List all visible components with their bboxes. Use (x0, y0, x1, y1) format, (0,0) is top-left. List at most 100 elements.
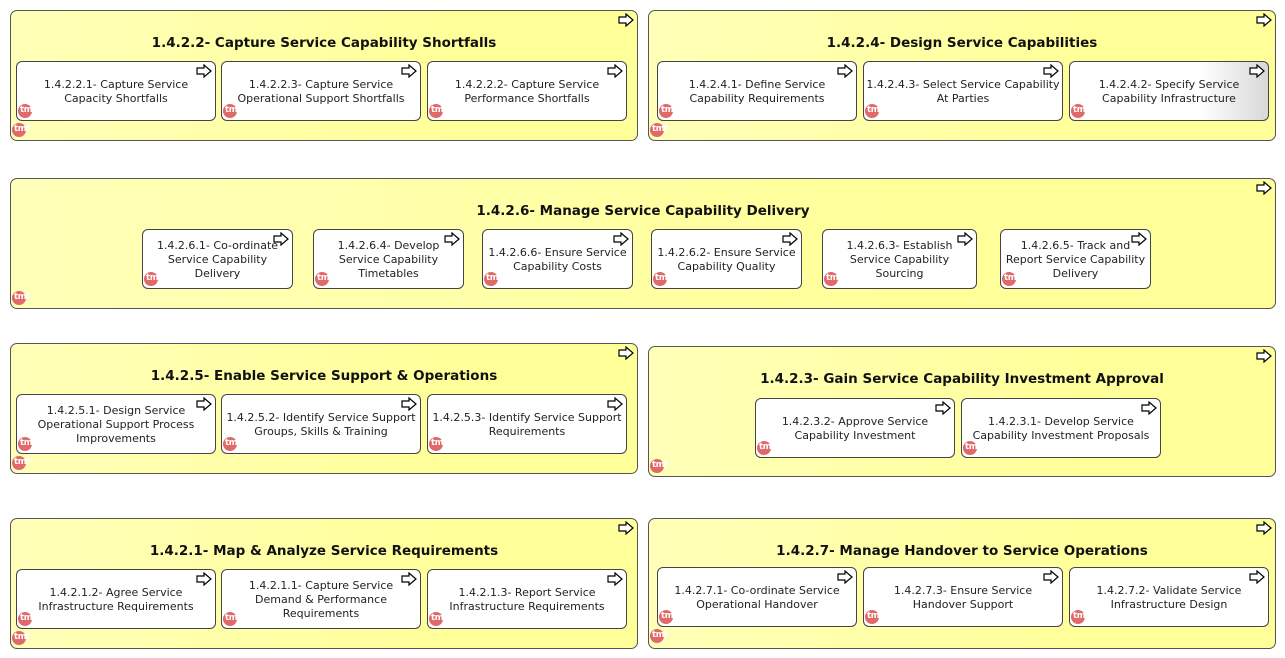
process-label: 1.4.2.7.1- Co-ordinate Service Operation… (674, 584, 840, 611)
process-arrow-icon (782, 232, 798, 246)
process-label: 1.4.2.1.3- Report Service Infrastructure… (449, 586, 605, 613)
process-arrow-icon (196, 64, 212, 78)
group-1-4-2-1[interactable]: 1.4.2.1- Map & Analyze Service Requireme… (10, 518, 638, 649)
process-box[interactable]: 1.4.2.1.2- Agree Service Infrastructure … (16, 569, 216, 629)
process-arrow-icon (618, 521, 634, 535)
group-1-4-2-7[interactable]: 1.4.2.7- Manage Handover to Service Oper… (648, 518, 1276, 649)
group-title: 1.4.2.3- Gain Service Capability Investm… (760, 371, 1164, 387)
group-1-4-2-6[interactable]: 1.4.2.6- Manage Service Capability Deliv… (10, 178, 1276, 309)
tmf-logo-icon: tmf (757, 441, 777, 457)
process-box[interactable]: 1.4.2.5.1- Design Service Operational Su… (16, 394, 216, 454)
group-1-4-2-2[interactable]: 1.4.2.2- Capture Service Capability Shor… (10, 10, 638, 141)
tmf-logo-icon: tmf (12, 123, 32, 139)
process-arrow-icon (1043, 570, 1059, 584)
process-arrow-icon (1131, 232, 1147, 246)
process-label: 1.4.2.7.3- Ensure Service Handover Suppo… (893, 584, 1033, 611)
process-box[interactable]: 1.4.2.7.3- Ensure Service Handover Suppo… (863, 567, 1063, 627)
process-label: 1.4.2.1.2- Agree Service Infrastructure … (38, 586, 194, 613)
process-arrow-icon (1256, 13, 1272, 27)
tmf-logo-icon: tmf (824, 272, 844, 288)
process-arrow-icon (1043, 64, 1059, 78)
group-1-4-2-4[interactable]: 1.4.2.4- Design Service Capabilities 1.4… (648, 10, 1276, 141)
tmf-logo-icon: tmf (963, 441, 983, 457)
process-arrow-icon (957, 232, 973, 246)
process-label: 1.4.2.3.2- Approve Service Capability In… (781, 415, 929, 442)
process-box[interactable]: 1.4.2.2.2- Capture Service Performance S… (427, 61, 627, 121)
tmf-logo-icon: tmf (144, 272, 164, 288)
process-arrow-icon (1141, 401, 1157, 415)
process-label: 1.4.2.6.6- Ensure Service Capability Cos… (488, 246, 627, 273)
process-box[interactable]: 1.4.2.6.5- Track and Report Service Capa… (1000, 229, 1151, 289)
process-arrow-icon (401, 572, 417, 586)
process-box[interactable]: 1.4.2.5.3- Identify Service Support Requ… (427, 394, 627, 454)
group-title: 1.4.2.1- Map & Analyze Service Requireme… (149, 543, 499, 559)
process-label: 1.4.2.6.2- Ensure Service Capability Qua… (657, 246, 796, 273)
process-label: 1.4.2.2.2- Capture Service Performance S… (454, 78, 600, 105)
group-1-4-2-5[interactable]: 1.4.2.5- Enable Service Support & Operat… (10, 343, 638, 474)
group-1-4-2-3[interactable]: 1.4.2.3- Gain Service Capability Investm… (648, 346, 1276, 477)
process-box[interactable]: 1.4.2.1.1- Capture Service Demand & Perf… (221, 569, 421, 629)
process-box[interactable]: 1.4.2.5.2- Identify Service Support Grou… (221, 394, 421, 454)
group-title: 1.4.2.7- Manage Handover to Service Oper… (776, 543, 1148, 559)
process-box[interactable]: 1.4.2.2.3- Capture Service Operational S… (221, 61, 421, 121)
process-arrow-icon (607, 64, 623, 78)
process-box[interactable]: 1.4.2.6.6- Ensure Service Capability Cos… (482, 229, 633, 289)
tmf-logo-icon: tmf (650, 629, 670, 645)
tmf-logo-icon: tmf (1071, 610, 1091, 626)
process-arrow-icon (618, 13, 634, 27)
process-label: 1.4.2.4.3- Select Service Capability At … (866, 78, 1060, 105)
process-box[interactable]: 1.4.2.2.1- Capture Service Capacity Shor… (16, 61, 216, 121)
tmf-logo-icon: tmf (223, 612, 243, 628)
process-box[interactable]: 1.4.2.6.4- Develop Service Capability Ti… (313, 229, 464, 289)
process-arrow-icon (1256, 521, 1272, 535)
process-arrow-icon (1256, 349, 1272, 363)
process-box[interactable]: 1.4.2.6.1- Co-ordinate Service Capabilit… (142, 229, 293, 289)
group-title: 1.4.2.4- Design Service Capabilities (826, 35, 1098, 51)
tmf-logo-icon: tmf (1071, 104, 1091, 120)
process-label: 1.4.2.2.3- Capture Service Operational S… (237, 78, 405, 105)
process-box[interactable]: 1.4.2.6.2- Ensure Service Capability Qua… (651, 229, 802, 289)
tmf-logo-icon: tmf (865, 104, 885, 120)
process-box[interactable]: 1.4.2.6.3- Establish Service Capability … (822, 229, 977, 289)
process-label: 1.4.2.6.3- Establish Service Capability … (846, 239, 953, 280)
process-label: 1.4.2.6.4- Develop Service Capability Ti… (337, 239, 440, 280)
process-arrow-icon (1256, 181, 1272, 195)
tmf-logo-icon: tmf (12, 631, 32, 647)
process-label: 1.4.2.5.2- Identify Service Support Grou… (226, 411, 416, 438)
process-box[interactable]: 1.4.2.4.1- Define Service Capability Req… (657, 61, 857, 121)
process-box[interactable]: 1.4.2.3.1- Develop Service Capability In… (961, 398, 1161, 458)
tmf-logo-icon: tmf (484, 272, 504, 288)
tmf-logo-icon: tmf (1002, 272, 1022, 288)
process-arrow-icon (618, 346, 634, 360)
process-label: 1.4.2.6.5- Track and Report Service Capa… (1005, 239, 1146, 280)
process-label: 1.4.2.2.1- Capture Service Capacity Shor… (43, 78, 189, 105)
process-box[interactable]: 1.4.2.1.3- Report Service Infrastructure… (427, 569, 627, 629)
tmf-logo-icon: tmf (659, 610, 679, 626)
tmf-logo-icon: tmf (653, 272, 673, 288)
process-arrow-icon (837, 570, 853, 584)
tmf-logo-icon: tmf (429, 437, 449, 453)
process-label: 1.4.2.5.3- Identify Service Support Requ… (432, 411, 622, 438)
tmf-logo-icon: tmf (429, 612, 449, 628)
process-arrow-icon (401, 397, 417, 411)
process-label: 1.4.2.6.1- Co-ordinate Service Capabilit… (156, 239, 279, 280)
process-box[interactable]: 1.4.2.7.1- Co-ordinate Service Operation… (657, 567, 857, 627)
process-box[interactable]: 1.4.2.7.2- Validate Service Infrastructu… (1069, 567, 1269, 627)
tmf-logo-icon: tmf (650, 459, 670, 475)
process-arrow-icon (607, 397, 623, 411)
tmf-logo-icon: tmf (223, 104, 243, 120)
process-box[interactable]: 1.4.2.4.3- Select Service Capability At … (863, 61, 1063, 121)
process-box[interactable]: 1.4.2.4.2- Specify Service Capability In… (1069, 61, 1269, 121)
process-label: 1.4.2.7.2- Validate Service Infrastructu… (1096, 584, 1242, 611)
process-arrow-icon (613, 232, 629, 246)
process-arrow-icon (1249, 64, 1265, 78)
tmf-logo-icon: tmf (650, 123, 670, 139)
process-arrow-icon (401, 64, 417, 78)
tmf-logo-icon: tmf (223, 437, 243, 453)
process-arrow-icon (837, 64, 853, 78)
tmf-logo-icon: tmf (12, 456, 32, 472)
process-arrow-icon (444, 232, 460, 246)
tmf-logo-icon: tmf (659, 104, 679, 120)
process-arrow-icon (607, 572, 623, 586)
process-box[interactable]: 1.4.2.3.2- Approve Service Capability In… (755, 398, 955, 458)
